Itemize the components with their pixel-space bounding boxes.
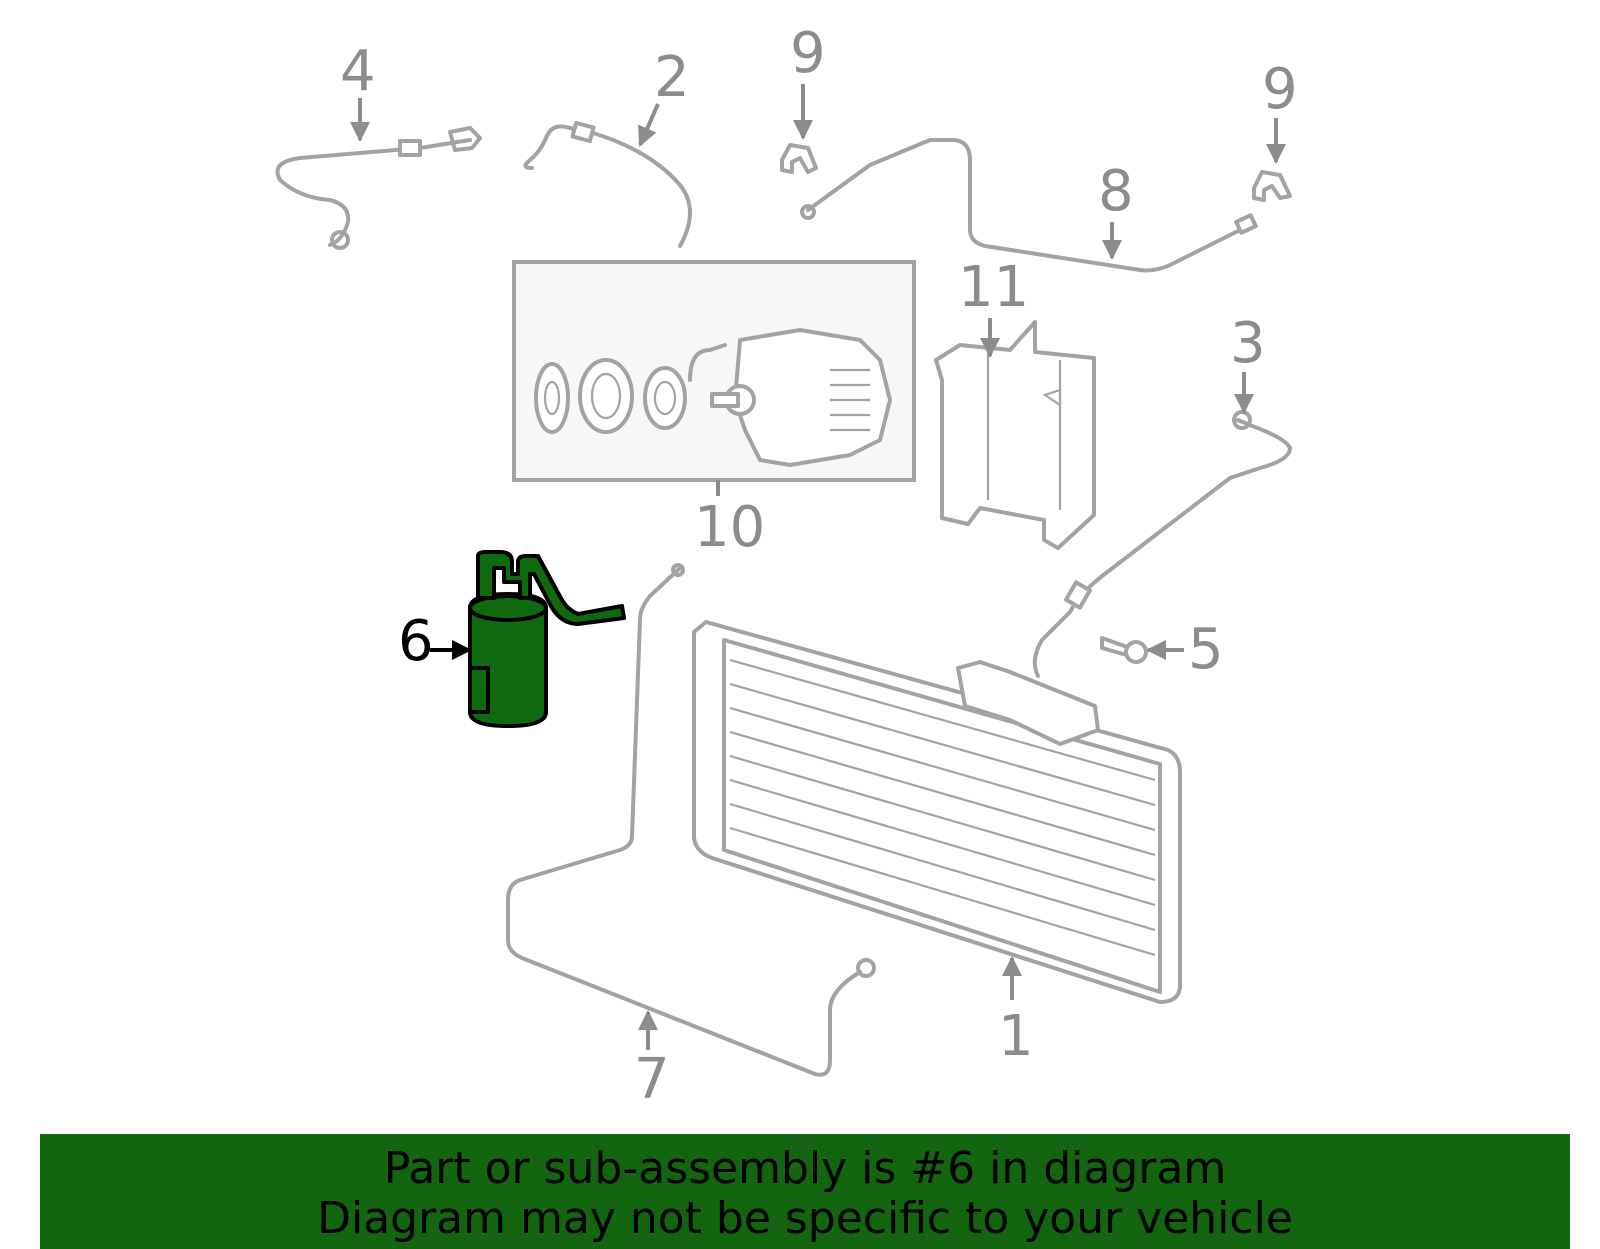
callout-9-left: 9 [790, 21, 826, 86]
part-11-bracket [934, 320, 1096, 550]
callout-10: 10 [694, 495, 765, 560]
callout-11: 11 [958, 255, 1029, 320]
part-1-condenser [692, 620, 1182, 1004]
part-5-bolt [1100, 636, 1148, 664]
part-8-tube [800, 138, 1258, 273]
callout-4: 4 [340, 39, 376, 104]
callout-7: 7 [634, 1047, 670, 1112]
part-9-clip-left [780, 143, 818, 174]
banner-line-2: Diagram may not be specific to your vehi… [317, 1193, 1293, 1244]
callout-1: 1 [998, 1004, 1034, 1069]
callout-5: 5 [1188, 617, 1224, 682]
part-10-compressor-box [512, 260, 916, 482]
info-banner: Part or sub-assembly is #6 in diagram Di… [40, 1134, 1570, 1249]
part-4-hose [275, 126, 482, 250]
part-2-hose [523, 120, 692, 248]
callout-2-arrow [638, 103, 660, 147]
part-6-receiver-drier [468, 550, 626, 728]
callout-2: 2 [654, 45, 690, 110]
callout-3: 3 [1230, 311, 1266, 376]
banner-line-1: Part or sub-assembly is #6 in diagram [383, 1143, 1227, 1194]
callout-8: 8 [1098, 159, 1134, 224]
callout-6: 6 [398, 609, 434, 674]
part-9-clip-right [1252, 170, 1292, 202]
part-7-tube [506, 563, 876, 1077]
callout-9-right: 9 [1262, 57, 1298, 122]
